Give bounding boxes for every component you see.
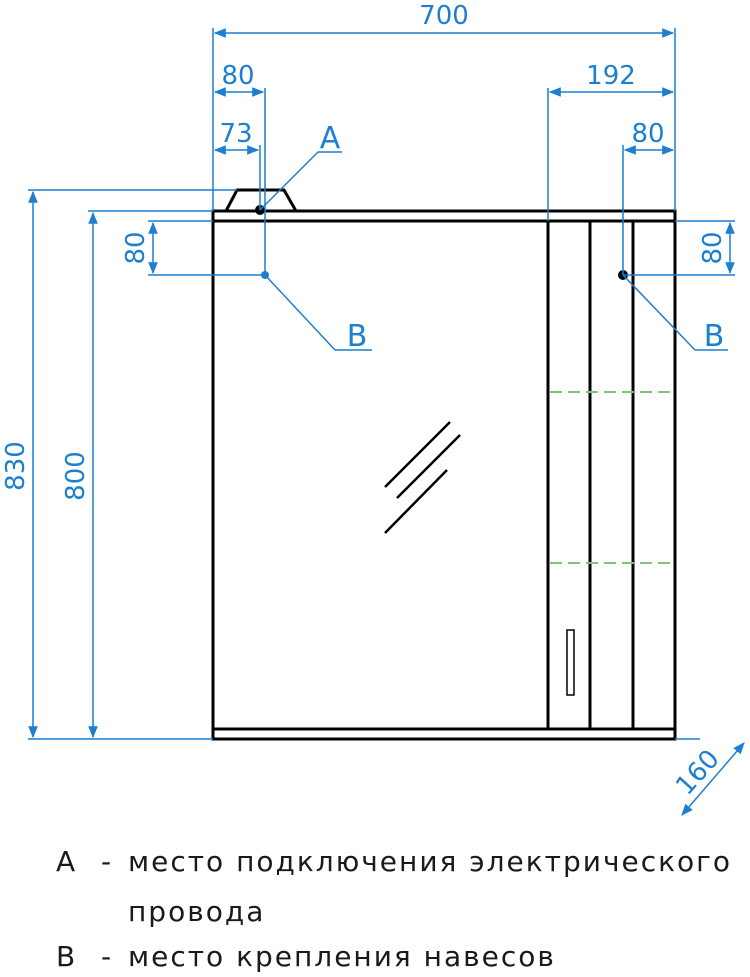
dim-text-80-right-v: 80: [698, 231, 728, 264]
legend-item-b: B-место крепления навесов: [56, 940, 556, 973]
legend-item-a-continued: провода: [128, 895, 265, 928]
cabinet-body: [211, 188, 677, 741]
legend-b-text: место крепления навесов: [128, 940, 556, 973]
dim-text-73: 73: [219, 119, 252, 149]
legend-a-text: место подключения электрического: [128, 845, 733, 878]
dim-text-160: 160: [670, 744, 726, 801]
legend-a-dash: -: [100, 845, 114, 878]
legend-item-a: A-место подключения электрического: [56, 845, 732, 878]
dim-text-830: 830: [1, 441, 31, 491]
bottom-cap: [211, 727, 677, 741]
cabinet-drawing: 700 80 73 192 80 830 800 80 80 160 A B B: [1, 1, 745, 816]
legend-b-dash: -: [100, 940, 114, 973]
dim-text-80-left-v: 80: [121, 231, 151, 264]
legend-a-letter: A: [56, 845, 78, 878]
dim-text-80-right: 80: [631, 119, 664, 149]
legend-a-text-line2: провода: [128, 895, 266, 928]
dim-text-80-top: 80: [221, 61, 254, 91]
marker-b-right: B: [704, 319, 725, 354]
marker-b-left: B: [347, 319, 368, 354]
mirror-glare: [384, 421, 461, 534]
dim-text-800: 800: [61, 451, 91, 501]
cabinet-frame: [211, 219, 677, 731]
shelves: [550, 391, 673, 564]
dim-text-700: 700: [419, 1, 469, 31]
dim-text-192: 192: [586, 61, 636, 91]
marker-a: A: [320, 121, 341, 156]
legend-b-letter: B: [56, 940, 78, 973]
leader-a: [259, 151, 319, 211]
leader-b-left: [264, 274, 336, 351]
dim-line-160: [681, 742, 745, 816]
door-handle: [566, 629, 575, 696]
leader-b-right: [622, 274, 696, 351]
